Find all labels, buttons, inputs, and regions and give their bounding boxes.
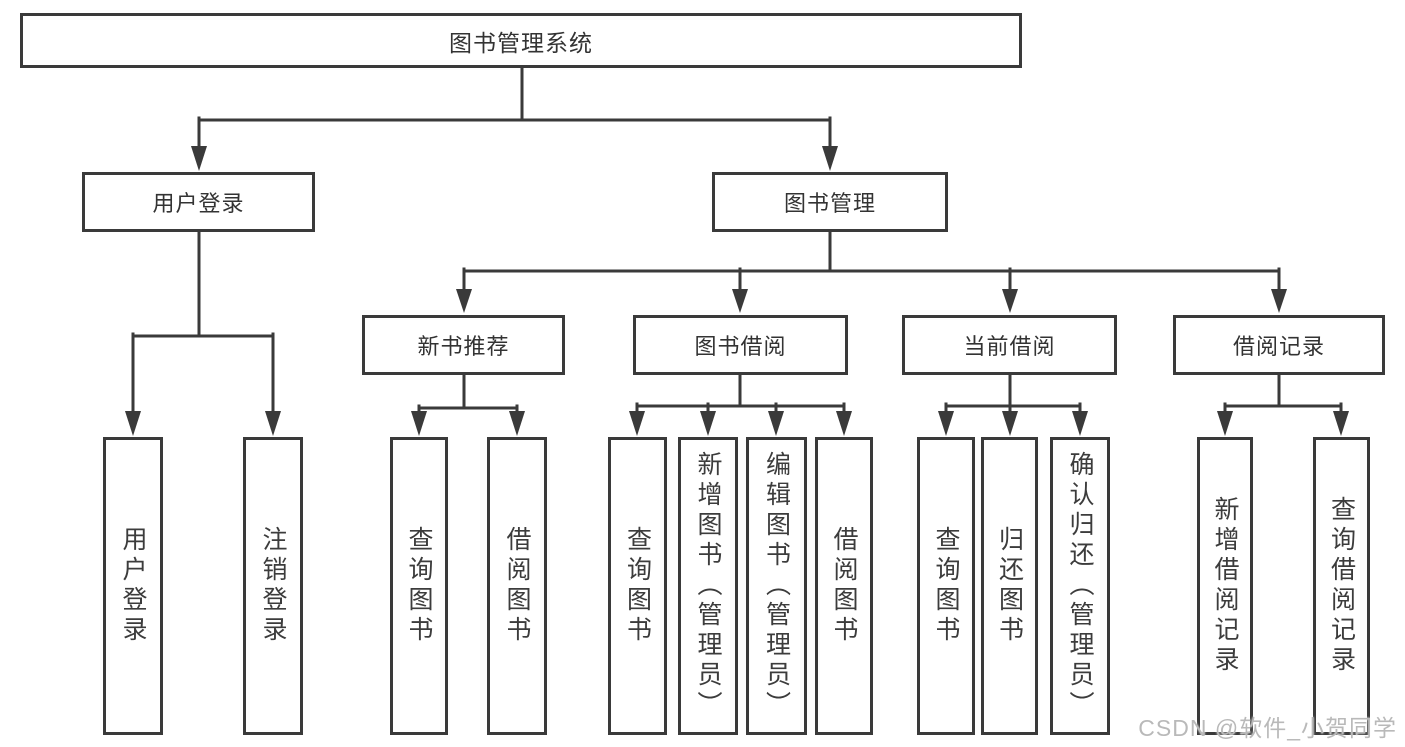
- node-label: 借阅记录: [1232, 334, 1325, 359]
- connector-user-login-branch: [125, 228, 281, 436]
- node-label: 查询图书: [405, 526, 433, 646]
- csdn-watermark: CSDN @软件_小贺同学: [1138, 715, 1397, 741]
- leaf-edit-books-admin: 编辑图书（管理员）: [746, 437, 807, 735]
- connector-current-borrow-branch: [938, 371, 1088, 436]
- node-borrow-record-module: 借阅记录: [1173, 315, 1385, 375]
- connector-new-book-branch: [411, 371, 525, 436]
- leaf-borrow-borrow-books: 借阅图书: [815, 437, 873, 735]
- node-label: 借阅图书: [830, 526, 858, 646]
- node-book-mgmt-branch: 图书管理: [712, 172, 948, 232]
- leaf-logout: 注销登录: [243, 437, 303, 735]
- leaf-add-books-admin: 新增图书（管理员）: [678, 437, 738, 735]
- node-label: 新增借阅记录: [1211, 496, 1239, 676]
- node-label: 当前借阅: [963, 334, 1056, 359]
- node-label: 用户登录: [152, 191, 245, 216]
- node-label: 图书借阅: [694, 334, 787, 359]
- leaf-current-query-books: 查询图书: [917, 437, 975, 735]
- leaf-confirm-return-admin: 确认归还（管理员）: [1050, 437, 1110, 735]
- node-user-login-branch: 用户登录: [82, 172, 315, 232]
- connector-book-borrow-branch: [629, 371, 852, 436]
- leaf-query-borrow-record: 查询借阅记录: [1313, 437, 1370, 735]
- node-root-system: 图书管理系统: [20, 13, 1022, 68]
- leaf-user-login: 用户登录: [103, 437, 163, 735]
- leaf-newbook-query-books: 查询图书: [390, 437, 448, 735]
- node-label: 确认归还（管理员）: [1066, 451, 1094, 721]
- leaf-borrow-query-books: 查询图书: [608, 437, 667, 735]
- connector-borrow-record-branch: [1217, 371, 1349, 436]
- connector-book-mgmt-branch: [456, 228, 1287, 313]
- node-label: 归还图书: [995, 526, 1024, 646]
- leaf-return-books: 归还图书: [981, 437, 1038, 735]
- leaf-newbook-borrow-books: 借阅图书: [487, 437, 547, 735]
- node-label: 查询图书: [932, 526, 960, 646]
- connector-root-to-level2: [191, 64, 838, 171]
- node-book-borrow-module: 图书借阅: [633, 315, 848, 375]
- node-current-borrow-module: 当前借阅: [902, 315, 1117, 375]
- node-label: 图书管理系统: [449, 29, 593, 56]
- node-label: 查询图书: [623, 526, 652, 646]
- node-label: 编辑图书（管理员）: [762, 451, 791, 721]
- node-label: 借阅图书: [503, 526, 531, 646]
- node-label: 查询借阅记录: [1327, 496, 1356, 676]
- node-new-book-module: 新书推荐: [362, 315, 565, 375]
- node-label: 用户登录: [119, 526, 147, 646]
- node-label: 新书推荐: [417, 334, 510, 359]
- node-label: 注销登录: [259, 526, 287, 646]
- node-label: 图书管理: [783, 191, 876, 216]
- node-label: 新增图书（管理员）: [694, 451, 722, 721]
- leaf-add-borrow-record: 新增借阅记录: [1197, 437, 1253, 735]
